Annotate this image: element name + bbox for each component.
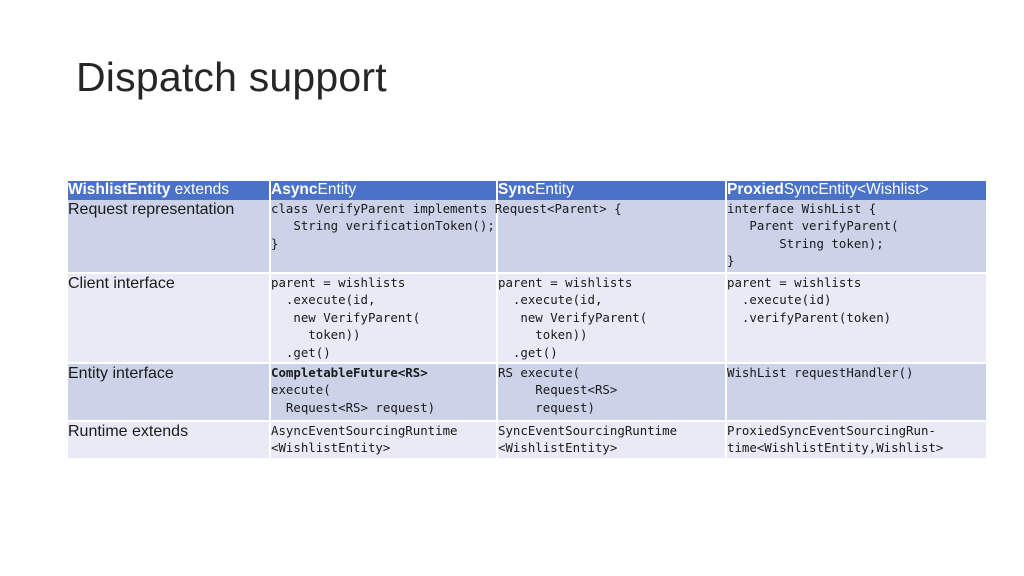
column-header-wishlistentity-rest: extends: [170, 181, 229, 198]
row-label-client-interface: Client interface: [68, 273, 271, 364]
code-rest: execute( Request<RS> request): [271, 382, 436, 415]
column-header-syncentity-strong: Sync: [498, 181, 536, 198]
code-block: CompletableFuture<RS> execute( Request<R…: [271, 364, 496, 417]
column-header-asyncentity-rest: Entity: [317, 181, 357, 198]
column-header-syncentity-rest: Entity: [535, 181, 574, 198]
table-row: Request representation class VerifyParen…: [68, 199, 986, 274]
cell-async-client-interface: parent = wishlists .execute(id, new Veri…: [271, 273, 498, 364]
dispatch-support-table: WishlistEntity extends AsyncEntity SyncE…: [68, 181, 986, 458]
table-header: WishlistEntity extends AsyncEntity SyncE…: [68, 181, 986, 200]
code-block: AsyncEventSourcingRuntime <WishlistEntit…: [271, 422, 458, 456]
column-header-proxiedsyncentity-strong: Proxied: [727, 181, 784, 198]
code-block: WishList requestHandler(): [727, 364, 914, 380]
code-block: class VerifyParent implements Request<Pa…: [271, 200, 622, 251]
cell-proxied-entity-interface: WishList requestHandler(): [727, 363, 986, 422]
column-header-wishlistentity-strong: WishlistEntity: [68, 181, 171, 198]
code-block: parent = wishlists .execute(id) .verifyP…: [727, 274, 892, 325]
code-emphasis: CompletableFuture<RS>: [271, 364, 428, 380]
row-label-request-representation: Request representation: [68, 199, 271, 274]
table-row: Entity interface CompletableFuture<RS> e…: [68, 363, 986, 422]
row-label-entity-interface: Entity interface: [68, 363, 271, 422]
code-block: RS execute( Request<RS> request): [498, 364, 618, 415]
code-block: parent = wishlists .execute(id, new Veri…: [271, 274, 421, 361]
page-title: Dispatch support: [76, 54, 387, 100]
cell-async-runtime-extends: AsyncEventSourcingRuntime <WishlistEntit…: [271, 421, 498, 458]
code-block: parent = wishlists .execute(id, new Veri…: [498, 274, 648, 361]
table-header-row: WishlistEntity extends AsyncEntity SyncE…: [68, 181, 986, 200]
code-block: ProxiedSyncEventSourcingRun- time<Wishli…: [727, 422, 944, 456]
cell-async-entity-interface: CompletableFuture<RS> execute( Request<R…: [271, 363, 498, 422]
cell-async-request-representation: class VerifyParent implements Request<Pa…: [271, 199, 622, 274]
table-body: Request representation class VerifyParen…: [68, 199, 986, 458]
cell-sync-runtime-extends: SyncEventSourcingRuntime <WishlistEntity…: [498, 421, 727, 458]
table-row: Client interface parent = wishlists .exe…: [68, 273, 986, 364]
cell-sync-client-interface: parent = wishlists .execute(id, new Veri…: [498, 273, 727, 364]
cell-sync-entity-interface: RS execute( Request<RS> request): [498, 363, 727, 422]
row-label-runtime-extends: Runtime extends: [68, 421, 271, 458]
column-header-wishlistentity: WishlistEntity extends: [68, 181, 271, 200]
code-block: interface WishList { Parent verifyParent…: [727, 200, 899, 269]
cell-sync-request-representation: [498, 199, 727, 274]
cell-proxied-request-representation: interface WishList { Parent verifyParent…: [727, 199, 986, 274]
column-header-syncentity: SyncEntity: [498, 181, 727, 200]
cell-proxied-client-interface: parent = wishlists .execute(id) .verifyP…: [727, 273, 986, 364]
code-block: SyncEventSourcingRuntime <WishlistEntity…: [498, 422, 678, 456]
column-header-proxiedsyncentity-rest: SyncEntity<Wishlist>: [783, 181, 929, 198]
column-header-asyncentity-strong: Async: [271, 181, 318, 198]
cell-proxied-runtime-extends: ProxiedSyncEventSourcingRun- time<Wishli…: [727, 421, 986, 458]
column-header-proxiedsyncentity: ProxiedSyncEntity<Wishlist>: [727, 181, 986, 200]
table-row: Runtime extends AsyncEventSourcingRuntim…: [68, 421, 986, 458]
column-header-asyncentity: AsyncEntity: [271, 181, 498, 200]
